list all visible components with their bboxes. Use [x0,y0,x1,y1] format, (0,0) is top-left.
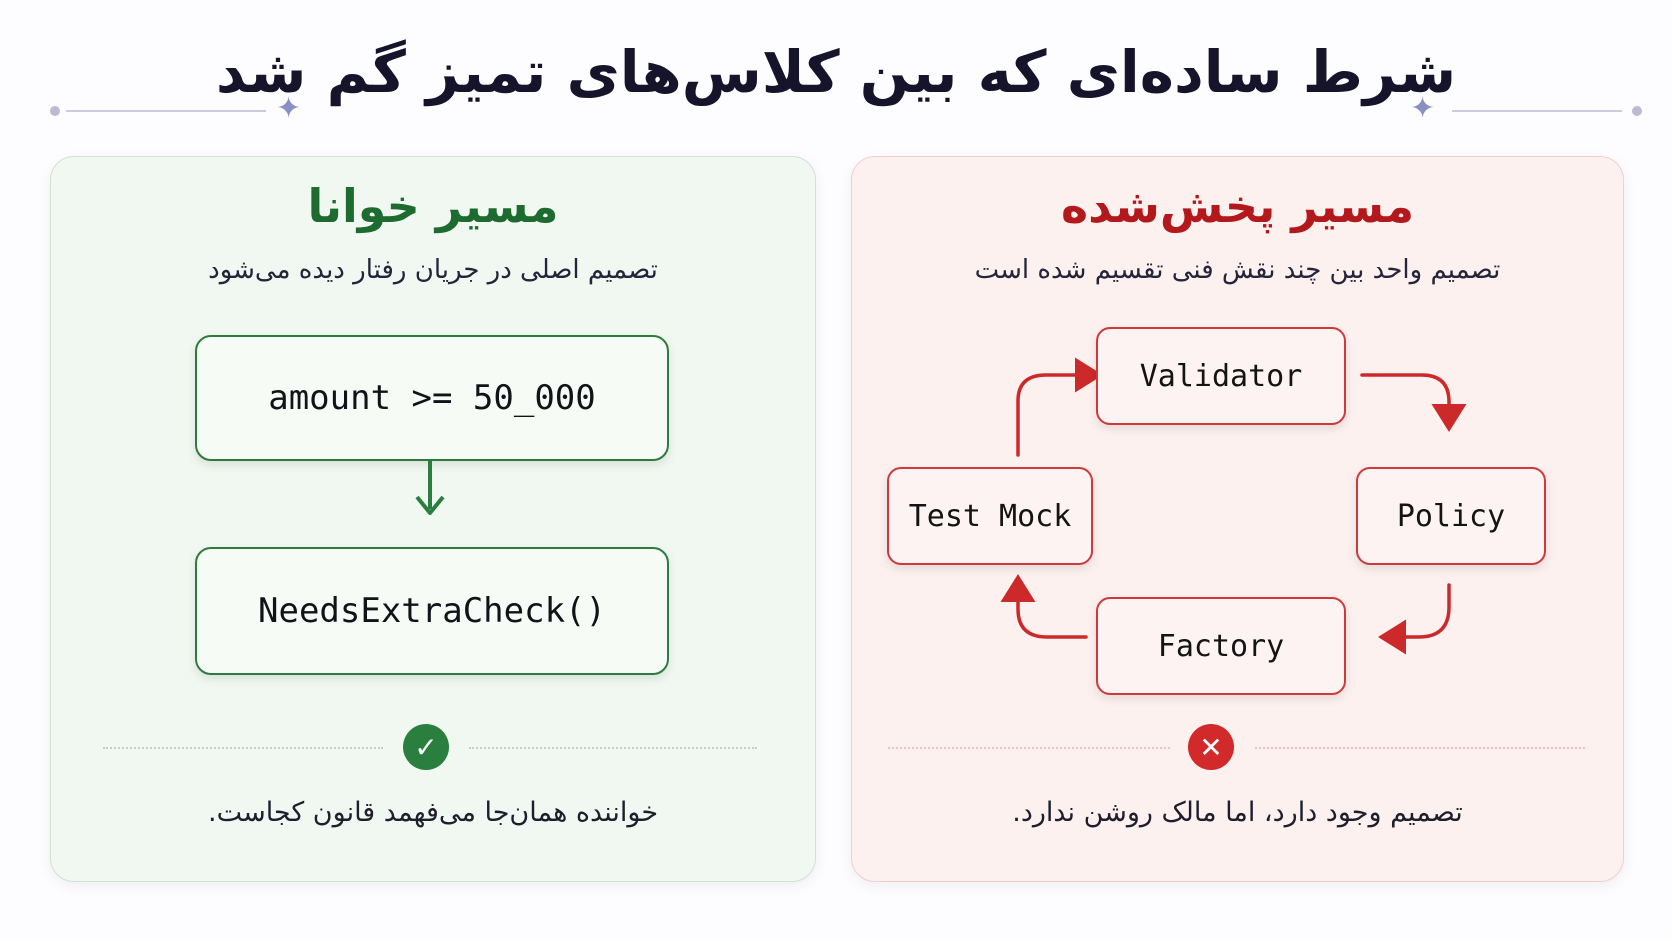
panel-subtitle: تصمیم واحد بین چند نقش فنی تقسیم شده است [974,255,1501,285]
scattered-path-panel: مسیر پخش‌شده تصمیم واحد بین چند نقش فنی … [851,156,1624,882]
down-arrow [415,461,445,515]
header: ✦ شرط ساده‌ای که بین کلاس‌های تمیز گم شد… [0,28,1672,138]
page-title: شرط ساده‌ای که بین کلاس‌های تمیز گم شد [215,38,1457,106]
panel-footer: خواننده همان‌جا می‌فهمد قانون کجاست. [207,797,659,828]
divider [103,747,383,749]
divider [1255,747,1585,749]
x-icon: ✕ [1188,724,1234,770]
divider [888,747,1170,749]
divider [469,747,757,749]
sparkle-icon: ✦ [276,91,302,126]
panel-title: مسیر خوانا [307,179,559,233]
readable-path-panel: مسیر خوانا تصمیم اصلی در جریان رفتار دید… [50,156,816,882]
check-icon: ✓ [403,724,449,770]
sparkle-icon: ✦ [1410,91,1436,126]
condition-code-box: amount >= 50_000 [195,335,669,461]
policy-node: Policy [1356,467,1546,565]
cycle-arrows [1000,357,1467,655]
test-mock-node: Test Mock [887,467,1093,565]
factory-node: Factory [1096,597,1346,695]
panel-subtitle: تصمیم اصلی در جریان رفتار دیده می‌شود [208,255,658,285]
panel-footer: تصمیم وجود دارد، اما مالک روشن ندارد. [1012,797,1463,828]
method-code-box: NeedsExtraCheck() [195,547,669,675]
validator-node: Validator [1096,327,1346,425]
panel-title: مسیر پخش‌شده [1060,179,1415,233]
